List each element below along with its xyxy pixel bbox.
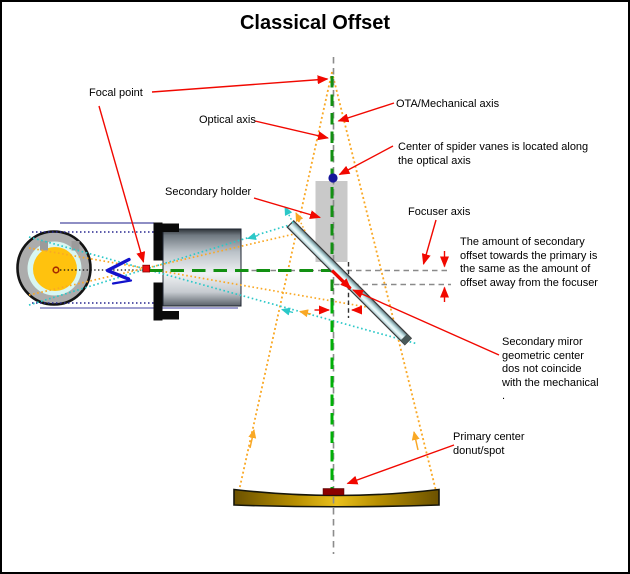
arrow-focal-point-eyepiece [98, 105, 146, 263]
label-spider-vanes: Center of spider vanes is located along … [398, 141, 589, 167]
arrow-secondary-holder [253, 197, 321, 219]
eyepiece-view [16, 230, 141, 306]
focuser-bracket [153, 222, 179, 321]
arrow-ota-axis [337, 102, 395, 123]
label-focuser-axis: Focuser axis [408, 206, 471, 218]
label-optical-axis: Optical axis [199, 114, 256, 126]
diagram-title: Classical Offset [239, 12, 391, 34]
primary-mirror [233, 488, 440, 508]
ray-direction-arrows [247, 206, 420, 451]
focal-point-marker [142, 264, 151, 273]
arrow-primary-spot [346, 444, 455, 485]
vane-shadow-right [71, 241, 80, 251]
label-secondary-center: Secondary miror geometric center dos not… [502, 336, 599, 402]
label-focal-point: Focal point [89, 87, 143, 99]
spider-center-dot [328, 173, 338, 183]
label-secondary-holder: Secondary holder [165, 186, 252, 198]
label-primary-center: Primary center donut/spot [453, 431, 525, 457]
arrow-focuser-axis [421, 219, 437, 265]
label-ota-axis: OTA/Mechanical axis [396, 98, 500, 110]
arrow-offset-on-mirror [330, 269, 352, 290]
eye-icon [105, 257, 133, 285]
focuser-tube [153, 222, 242, 321]
reflected-center-spot [52, 266, 60, 274]
light-rays [28, 223, 417, 345]
arrow-focal-point-apex [151, 75, 329, 93]
secondary-mirror [286, 219, 413, 346]
arrow-spider-center [338, 145, 394, 176]
arrow-optical-axis [254, 120, 329, 141]
annotation-arrows [98, 75, 500, 485]
arrow-secondary-center [352, 289, 500, 356]
primary-center-spot [322, 488, 345, 496]
light-cone [238, 71, 437, 492]
vane-shadow-left [40, 241, 48, 251]
label-offset-amount: The amount of secondary offset towards t… [460, 236, 598, 289]
field-edge-rays [32, 231, 162, 304]
eyepiece-barrel-lines [40, 222, 238, 309]
